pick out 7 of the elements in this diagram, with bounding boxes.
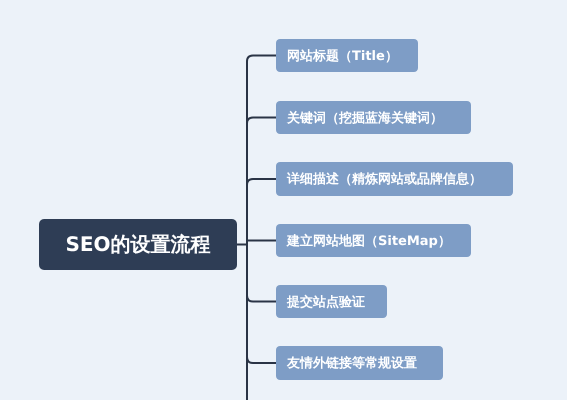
subtopic-box: 提交站点验证 — [276, 285, 387, 318]
topic-box: SEO的设置流程 — [39, 219, 237, 270]
subtopic-box: 建立网站地图（SiteMap） — [276, 224, 471, 257]
subtopic-box: 网站标题（Title） — [276, 39, 418, 72]
subtopic-box: 详细描述（精炼网站或品牌信息） — [276, 162, 513, 196]
subtopic-box: 友情外链接等常规设置 — [276, 346, 443, 380]
subtopic-box: 关键词（挖掘蓝海关键词） — [276, 101, 471, 134]
